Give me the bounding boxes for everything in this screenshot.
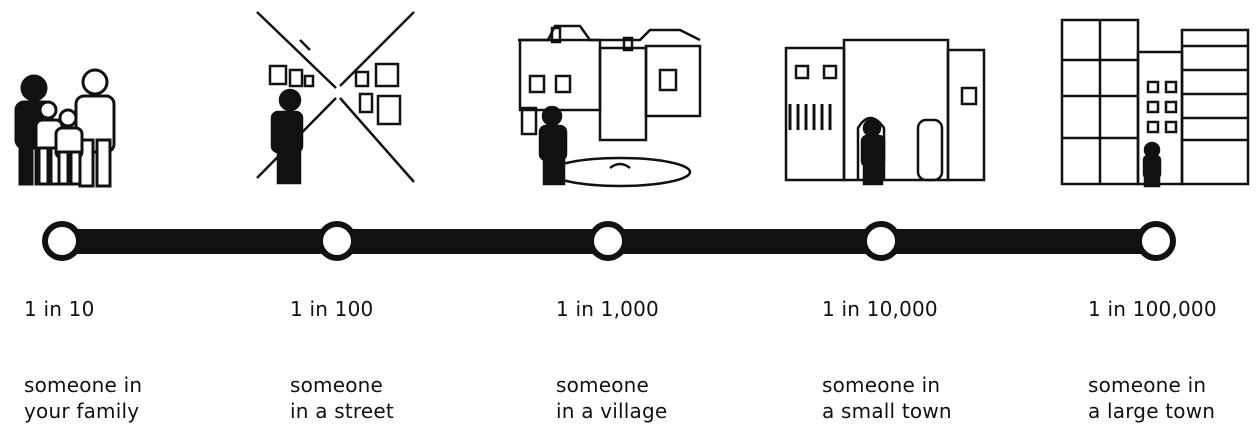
large-town-icon [1060,18,1250,188]
description-label: someone in a large town [1088,373,1216,423]
timeline-node-2 [317,221,357,261]
timeline-node-4 [861,221,901,261]
ratio-label: 1 in 100,000 [1088,297,1217,321]
ratio-label: 1 in 10 [24,297,95,321]
ratio-label: 1 in 1,000 [556,297,659,321]
description-label: someone in your family [24,373,143,423]
street-icon [256,11,415,185]
ratio-label: 1 in 10,000 [822,297,938,321]
description-label: someone in a small town [822,373,952,423]
description-label: someone in a street [290,373,394,423]
timeline-node-3 [588,221,628,261]
family-icon [14,68,116,188]
description-label: someone in a village [556,373,668,423]
timeline-node-5 [1136,221,1176,261]
small-town-icon [784,38,986,186]
timeline-node-1 [42,221,82,261]
village-icon [518,24,702,188]
ratio-label: 1 in 100 [290,297,374,321]
